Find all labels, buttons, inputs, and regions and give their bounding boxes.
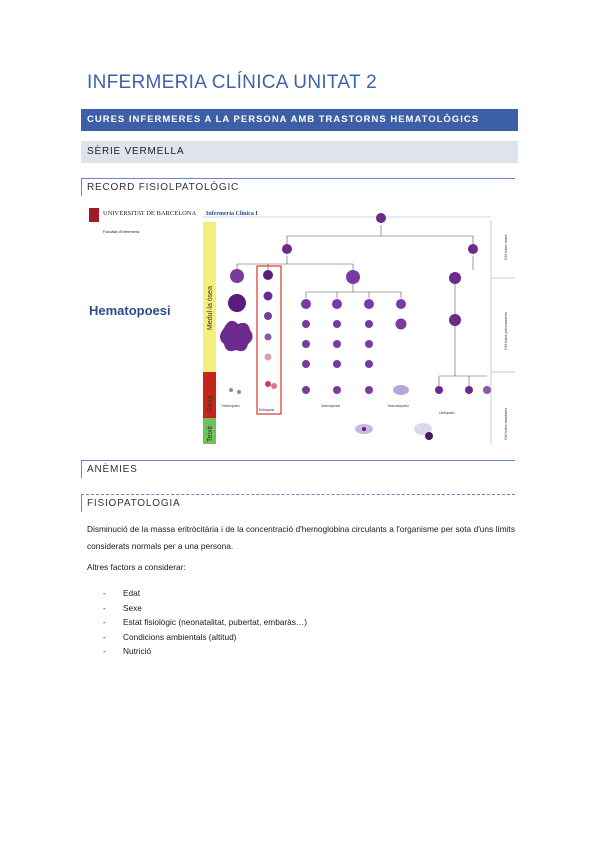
ub-name: UNIVERSITAT DE BARCELONA	[103, 210, 197, 217]
label-mature: Cèl·lules madures	[503, 408, 508, 440]
faculty-name: Facultat d'Infermeria	[103, 229, 140, 234]
factors-intro: Altres factors a considerar:	[87, 562, 186, 572]
factors-list: Edat Sexe Estat fisiològic (neonatalitat…	[103, 586, 307, 659]
section-heading-anemies: ANÈMIES	[81, 460, 515, 478]
limfopoesi-label: Limfopoesi	[439, 411, 455, 415]
label-precursor: Cèl·lules precursores	[503, 312, 508, 350]
subchapter-bar: SÈRIE VERMELLA	[81, 141, 518, 163]
chapter-bar: CURES INFERMERES A LA PERSONA AMB TRASTO…	[81, 109, 518, 131]
list-item: Estat fisiològic (neonatalitat, pubertat…	[103, 615, 307, 630]
list-item: Edat	[103, 586, 307, 601]
section-heading-record: RECORD FISIOLPATOLÒGIC	[81, 178, 515, 196]
hematopoiesis-figure: UNIVERSITAT DE BARCELONA Facultat d'Infe…	[81, 200, 515, 444]
hematopoiesis-diagram: UNIVERSITAT DE BARCELONA Facultat d'Infe…	[89, 207, 515, 444]
eritropoesi-label: Eritropoesi	[259, 408, 275, 412]
granulopoesi-label: Granulopoesi	[321, 404, 340, 408]
hematopoiesis-label: Hematopoesi	[89, 303, 171, 318]
erythropoiesis-frame	[256, 265, 282, 415]
trombopoesi-label: Trombopoesi	[221, 404, 240, 408]
list-item: Condicions ambientals (altitud)	[103, 630, 307, 645]
band-medul: Medul·la òsea	[207, 286, 214, 330]
band-teixit: Teixit	[207, 426, 214, 442]
document-title: INFERMERIA CLÍNICA UNITAT 2	[87, 72, 377, 93]
label-stem: Cèl·lules mare	[503, 233, 508, 260]
ub-logo-icon	[89, 208, 99, 222]
monocitopoesi-label: Monocitopoesi	[388, 404, 409, 408]
definition-paragraph: Disminució de la massa eritròcitària i d…	[87, 524, 515, 551]
list-item: Sexe	[103, 601, 307, 616]
section-heading-fisiopatologia: FISIOPATOLOGIA	[81, 494, 515, 512]
figure-header: Infermeria Clínica I	[206, 211, 258, 217]
list-item: Nutrició	[103, 644, 307, 659]
band-sang: Sang	[207, 396, 214, 412]
